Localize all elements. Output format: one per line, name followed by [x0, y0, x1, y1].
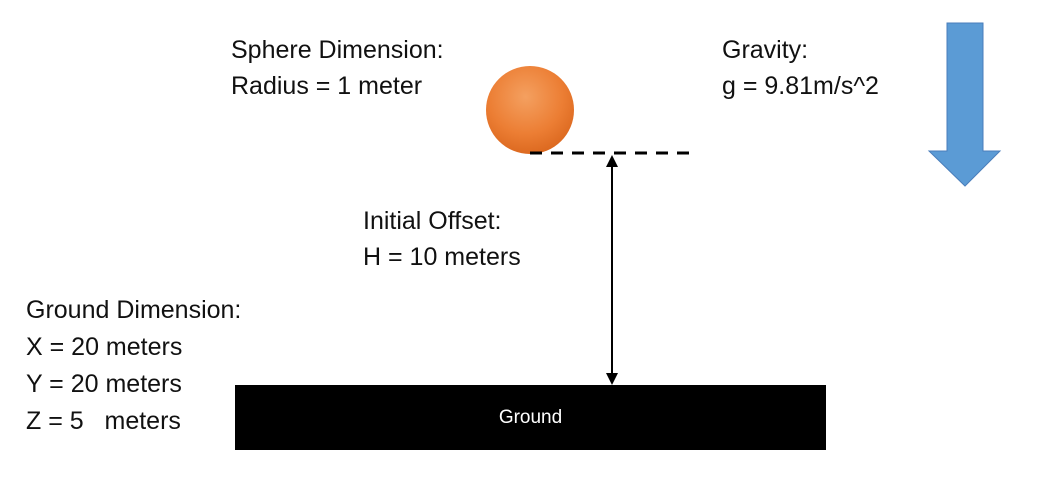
ground-dimension-y: Y = 20 meters	[26, 370, 182, 398]
ground-dimension-x: X = 20 meters	[26, 333, 183, 361]
ground-dimension-label: Ground Dimension: X = 20 meters Y = 20 m…	[26, 292, 241, 440]
sphere-dimension-heading: Sphere Dimension:	[231, 36, 444, 64]
offset-arrow-bottom-head	[606, 373, 618, 385]
initial-offset-label: Initial Offset: H = 10 meters	[363, 203, 521, 275]
ground-block: Ground	[235, 385, 826, 450]
down-arrow-icon	[927, 22, 1002, 187]
offset-arrow-top-head	[606, 155, 618, 167]
ground-label: Ground	[498, 406, 563, 428]
ground-dimension-z: Z = 5 meters	[26, 407, 181, 435]
sphere-dimension-label: Sphere Dimension: Radius = 1 meter	[231, 32, 444, 104]
initial-offset-heading: Initial Offset:	[363, 207, 502, 235]
sphere-radius-value: Radius = 1 meter	[231, 72, 423, 100]
gravity-value: g = 9.81m/s^2	[722, 72, 879, 100]
sphere	[486, 66, 574, 154]
initial-offset-value: H = 10 meters	[363, 243, 521, 271]
ground-dimension-heading: Ground Dimension:	[26, 296, 242, 324]
gravity-heading: Gravity:	[722, 36, 809, 64]
gravity-label: Gravity: g = 9.81m/s^2	[722, 32, 879, 104]
